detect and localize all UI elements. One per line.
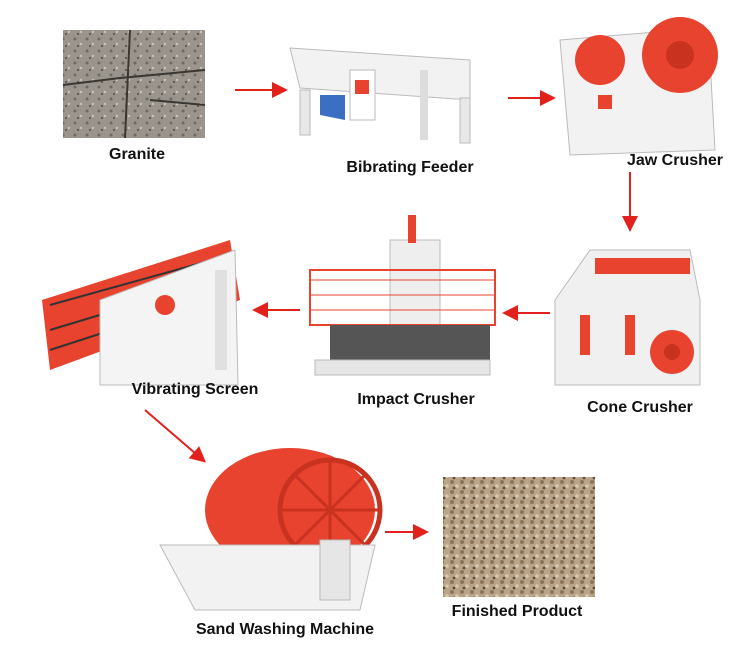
jaw-crusher-image	[559, 17, 718, 156]
vibrating-screen-image	[42, 240, 240, 386]
label-granite: Granite	[108, 146, 166, 163]
cone-crusher-image	[554, 249, 701, 386]
vibrating-feeder-image	[289, 47, 471, 144]
impact-crusher-image	[309, 215, 496, 376]
label-vibrating-feeder: Bibrating Feeder	[346, 159, 474, 176]
label-finished-product: Finished Product	[451, 603, 583, 620]
label-impact-crusher: Impact Crusher	[357, 391, 475, 408]
finished-product-image	[443, 477, 595, 597]
label-vibrating-screen: Vibrating Screen	[131, 381, 259, 398]
label-jaw-crusher: Jaw Crusher	[626, 152, 724, 169]
sand-washing-machine-image	[159, 448, 383, 611]
label-cone-crusher: Cone Crusher	[587, 399, 693, 416]
label-sand-washing-machine: Sand Washing Machine	[195, 621, 375, 638]
granite-image	[62, 29, 206, 139]
arrow-screen-to-washer	[144, 409, 207, 463]
